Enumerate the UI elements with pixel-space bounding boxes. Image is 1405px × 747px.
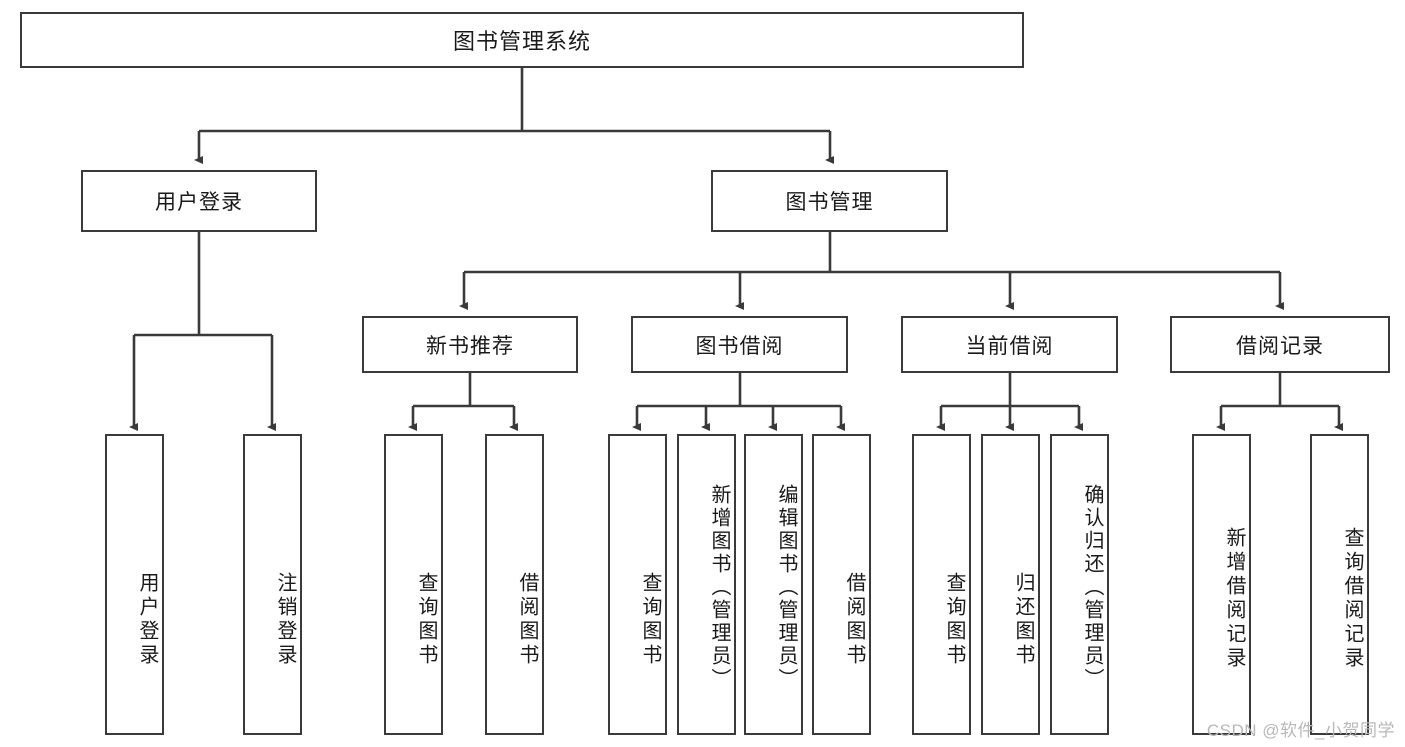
node-borrow-record[interactable]: 借阅记录 [1170,316,1390,373]
node-label: 借阅图书 [843,571,865,668]
node-label: 用户登录 [136,571,158,668]
leaf-record-add-record[interactable]: 新增借阅记录 [1192,434,1251,735]
leaf-user-login-login[interactable]: 用户登录 [105,434,164,735]
node-label: 注销登录 [274,571,296,668]
node-label: 确认归还（管理员） [1081,484,1103,691]
node-label: 新书推荐 [426,334,514,358]
leaf-recommend-borrow-book[interactable]: 借阅图书 [485,434,544,735]
node-current-borrow[interactable]: 当前借阅 [901,316,1118,373]
node-label: 编辑图书（管理员） [775,484,797,691]
node-new-book-recommend[interactable]: 新书推荐 [362,316,578,373]
node-label: 归还图书 [1012,571,1034,668]
leaf-record-query-record[interactable]: 查询借阅记录 [1310,434,1369,735]
node-label: 图书管理系统 [452,29,591,54]
node-label: 图书借阅 [695,334,784,358]
node-label: 新增借阅记录 [1223,526,1245,671]
watermark: CSDN @软件_小贺同学 [1206,721,1395,740]
node-label: 当前借阅 [965,334,1054,358]
node-book-management[interactable]: 图书管理 [711,170,948,232]
node-label: 用户登录 [155,191,243,214]
node-label: 新增图书（管理员） [708,484,730,691]
leaf-current-return-book[interactable]: 归还图书 [981,434,1040,735]
leaf-current-query-book[interactable]: 查询图书 [912,434,971,735]
node-label: 查询借阅记录 [1341,526,1363,671]
node-label: 图书管理 [785,191,874,214]
node-label: 查询图书 [943,571,965,668]
node-root-system[interactable]: 图书管理系统 [20,12,1024,68]
leaf-user-login-logout[interactable]: 注销登录 [243,434,302,735]
leaf-borrow-add-book-admin[interactable]: 新增图书（管理员） [677,434,736,735]
node-label: 查询图书 [415,571,437,668]
node-user-login[interactable]: 用户登录 [81,170,317,232]
leaf-borrow-edit-book-admin[interactable]: 编辑图书（管理员） [744,434,803,735]
node-book-borrow[interactable]: 图书借阅 [631,316,848,373]
node-label: 借阅图书 [516,571,538,668]
leaf-borrow-borrow-book[interactable]: 借阅图书 [812,434,871,735]
leaf-recommend-query-book[interactable]: 查询图书 [384,434,443,735]
node-label: 查询图书 [639,571,661,668]
leaf-borrow-query-book[interactable]: 查询图书 [608,434,667,735]
node-label: 借阅记录 [1236,334,1324,358]
leaf-current-confirm-return-admin[interactable]: 确认归还（管理员） [1050,434,1109,735]
